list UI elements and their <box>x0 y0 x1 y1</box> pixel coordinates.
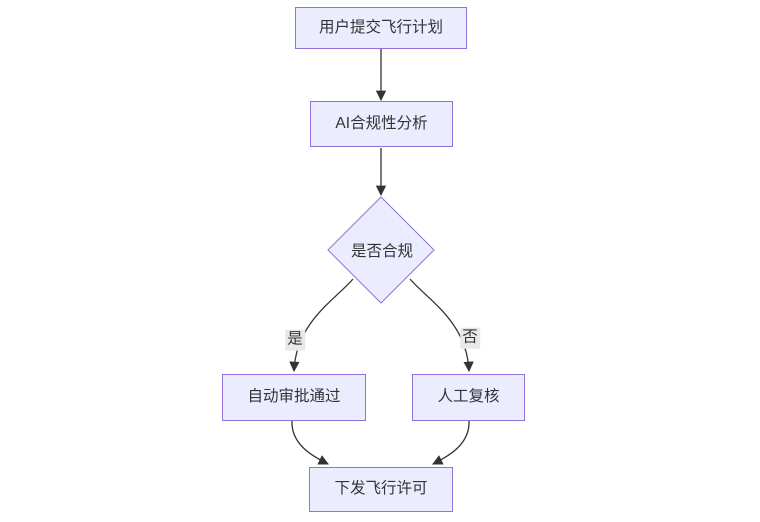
node-submit-flight-plan: 用户提交飞行计划 <box>295 7 467 49</box>
node-issue-flight-permit: 下发飞行许可 <box>309 467 453 512</box>
node-ai-compliance-analysis: AI合规性分析 <box>310 101 453 147</box>
edge-decision-no-to-manual <box>409 278 474 373</box>
edge-manual-to-permit <box>432 420 470 465</box>
decision-diamond-shape <box>327 196 435 304</box>
node-ai-compliance-analysis-label: AI合规性分析 <box>335 114 428 132</box>
edge-decision-yes-to-auto <box>289 278 354 373</box>
edge-auto-to-permit <box>291 420 329 465</box>
node-manual-review-label: 人工复核 <box>437 388 500 406</box>
node-auto-approved-label: 自动审批通过 <box>247 388 341 406</box>
node-auto-approved: 自动审批通过 <box>222 374 366 421</box>
edge-label-yes: 是 <box>285 329 305 351</box>
node-submit-flight-plan-label: 用户提交飞行计划 <box>318 18 443 36</box>
edge-label-no: 否 <box>460 327 480 349</box>
decision-is-compliant-label: 是否合规 <box>350 243 413 260</box>
node-issue-flight-permit-label: 下发飞行许可 <box>334 480 428 498</box>
decision-is-compliant: 是否合规 <box>329 232 435 268</box>
node-manual-review: 人工复核 <box>412 374 525 421</box>
